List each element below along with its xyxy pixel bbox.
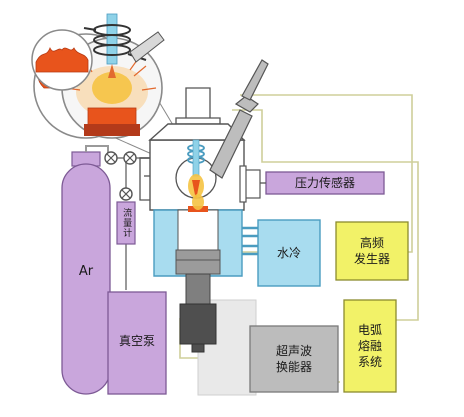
gas-valve-2: [123, 151, 137, 165]
vacuum-chamber: [139, 59, 269, 211]
vacuum-pump: [107, 291, 167, 395]
water-cooling-box: [257, 219, 321, 287]
flowmeter: [116, 201, 136, 245]
arc-melting-box: [343, 299, 397, 393]
electrode-zoom-inset: [61, 13, 165, 139]
hf-generator-box: [335, 221, 409, 281]
ultrasonic-horn: [175, 259, 221, 353]
ar-gas-cylinder: [61, 151, 111, 395]
gas-valve-1: [104, 151, 118, 165]
pressure-sensor-box: [260, 171, 385, 195]
gas-valve-3: [119, 187, 133, 201]
surface-zoom-inset: [31, 29, 93, 91]
ultrasonic-transducer-box: [249, 325, 339, 393]
